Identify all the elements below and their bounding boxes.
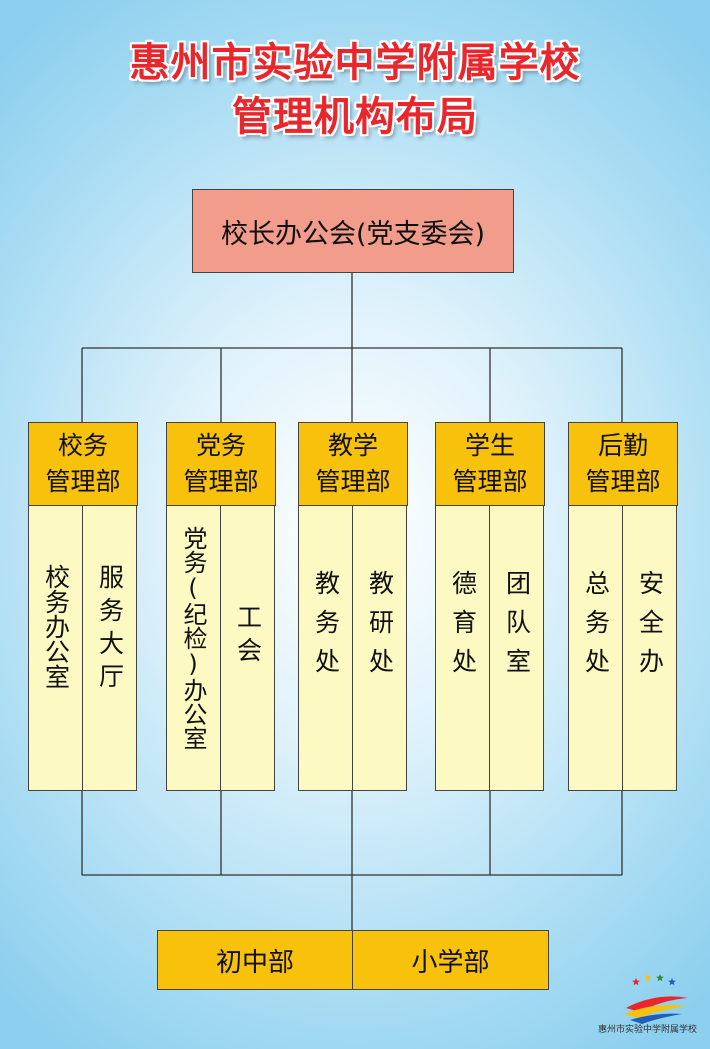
dept-head-line2: 管理部 [183,467,259,496]
unit-party-affairs-office: 党务(纪检)办公室 [166,505,221,791]
unit-label: 德育处 [448,570,478,687]
dept-head-party-affairs: 党务 管理部 [166,422,276,506]
dept-head-line2: 管理部 [585,467,661,496]
logo-star-icon [644,974,652,982]
unit-label: 团队室 [502,570,532,687]
school-logo-icon [624,974,688,1024]
unit-academic-affairs: 教务处 [298,505,353,791]
logo-text: 惠州市实验中学附属学校 [598,1025,698,1035]
primary-school-box: 小学部 [352,930,549,990]
junior-high-box: 初中部 [157,930,353,990]
unit-label: 安全办 [635,570,665,687]
unit-teaching-research: 教研处 [352,505,407,791]
unit-safety-office: 安全办 [622,505,677,791]
logo-star-icon [668,978,676,986]
unit-label: 教研处 [365,570,395,687]
dept-head-line1: 校务 [57,431,108,460]
diagram-title-line1: 惠州市实验中学附属学校 [129,40,581,86]
dept-head-line1: 党务 [195,431,246,460]
unit-school-affairs-office: 校务办公室 [28,505,83,791]
unit-label: 服务大厅 [95,564,125,696]
dept-head-line1: 教学 [327,431,378,460]
unit-label: 总务处 [581,570,611,687]
logo-star-icon [632,978,640,986]
unit-label: 工会 [233,604,263,670]
unit-label: 教务处 [311,570,341,687]
dept-head-students: 学生 管理部 [435,422,545,506]
logo-star-icon [656,974,664,982]
dept-head-line2: 管理部 [452,467,528,496]
dept-head-line2: 管理部 [315,467,391,496]
dept-head-line2: 管理部 [45,467,121,496]
unit-youth-league: 团队室 [489,505,544,791]
unit-label: 校务办公室 [41,564,71,689]
diagram-title-line2: 管理机构布局 [232,94,478,140]
dept-head-line1: 后勤 [597,431,648,460]
unit-labor-union: 工会 [220,505,275,791]
junior-high-label: 初中部 [215,947,294,978]
dept-head-school-affairs: 校务 管理部 [28,422,138,506]
unit-service-hall: 服务大厅 [82,505,137,791]
unit-label: 党务(纪检)办公室 [179,526,207,750]
unit-general-affairs: 总务处 [568,505,623,791]
principal-office-box: 校长办公会(党支委会) [192,189,514,273]
dept-head-line1: 学生 [464,431,515,460]
primary-school-label: 小学部 [411,947,490,978]
unit-moral-education: 德育处 [435,505,490,791]
dept-head-teaching: 教学 管理部 [298,422,408,506]
dept-head-logistics: 后勤 管理部 [568,422,678,506]
principal-office-label: 校长办公会(党支委会) [220,218,486,250]
